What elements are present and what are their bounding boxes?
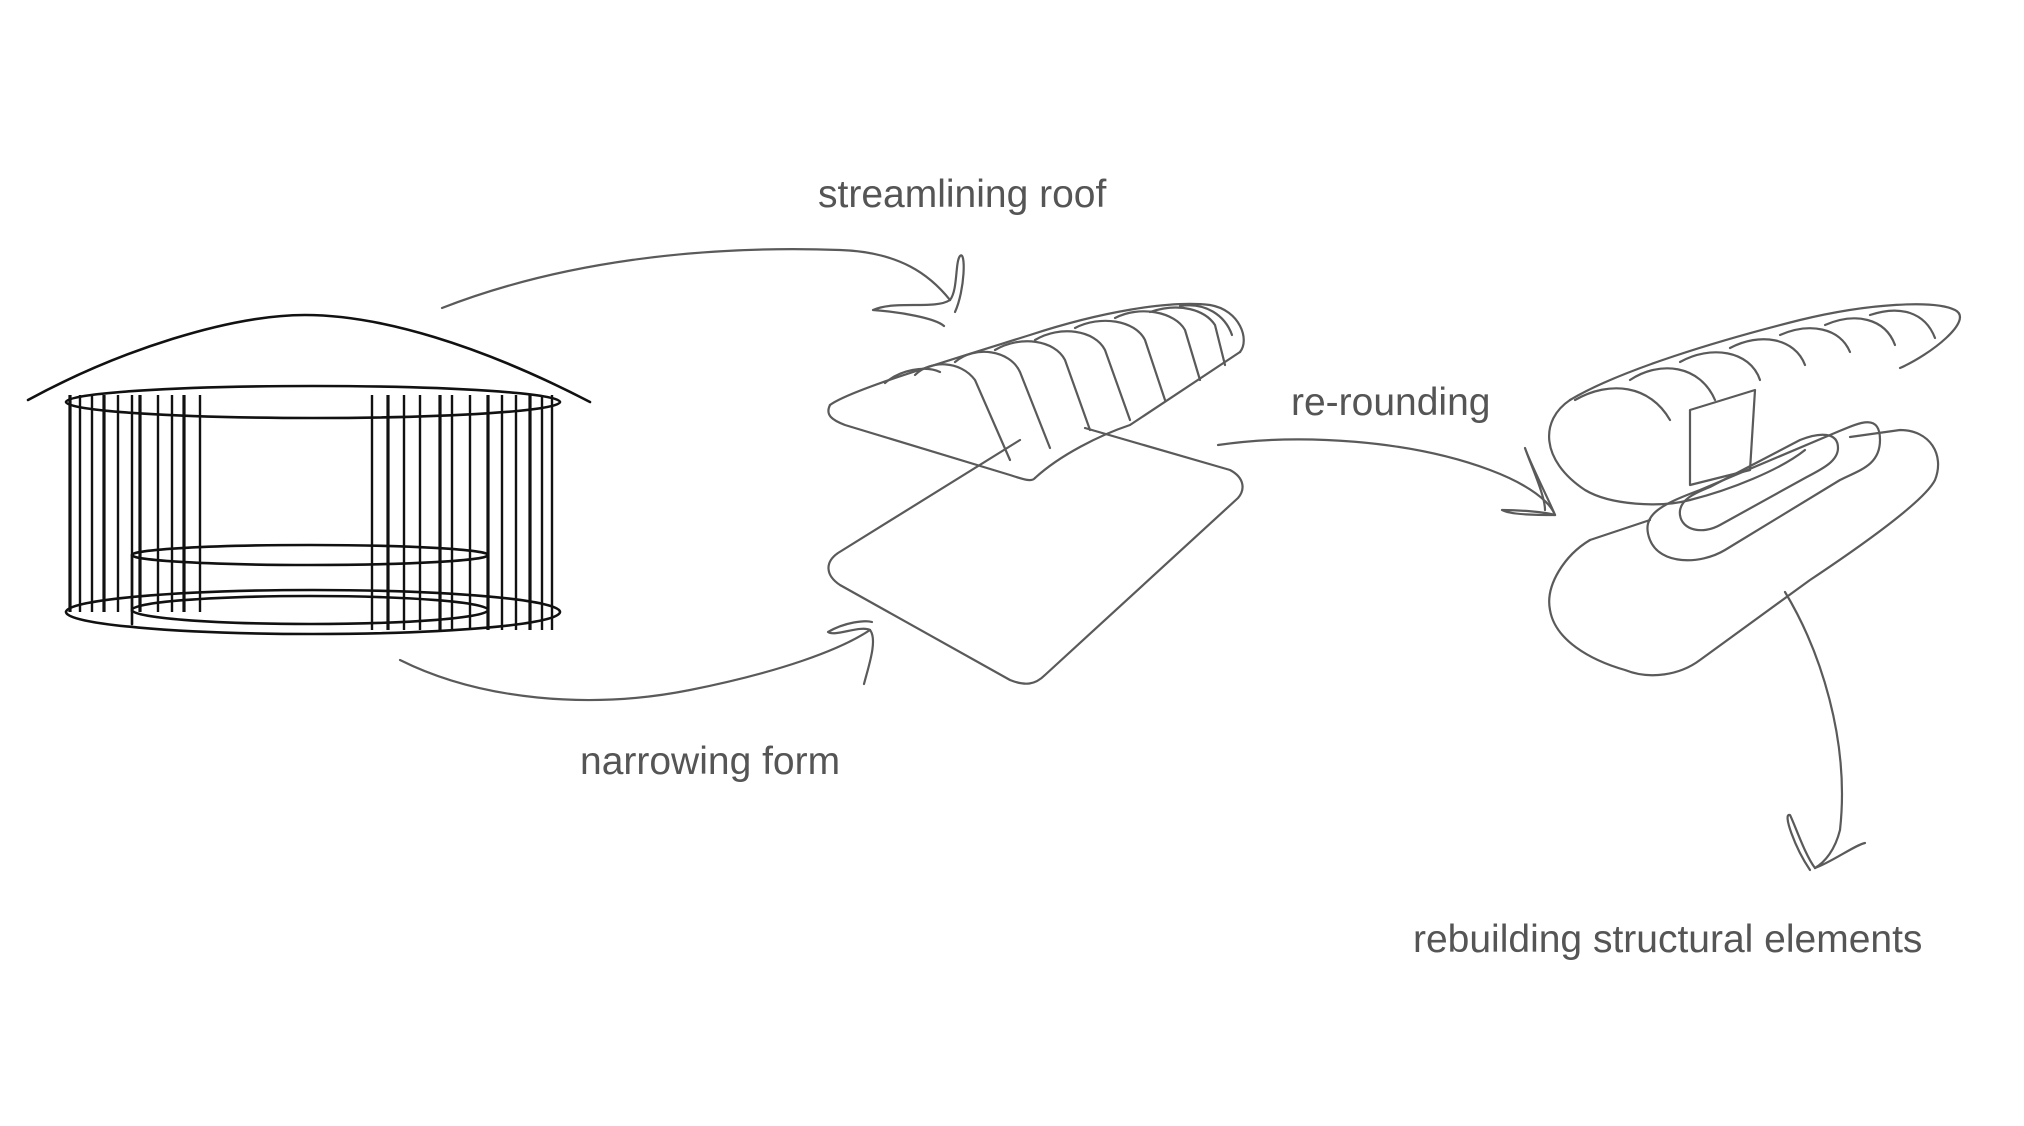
arrow-streamlining-roof bbox=[440, 248, 965, 328]
stage-re-rounded bbox=[1548, 303, 1962, 677]
pavilion-columns bbox=[68, 395, 554, 630]
label-streamlining-roof: streamlining roof bbox=[818, 173, 1107, 216]
arrow-re-rounding bbox=[1216, 438, 1557, 517]
stage-streamlined bbox=[827, 302, 1245, 685]
arrow-rebuilding bbox=[1783, 590, 1867, 872]
label-narrowing-form: narrowing form bbox=[580, 740, 841, 783]
stage-original-pavilion bbox=[26, 313, 592, 636]
label-rebuilding-structural-elements: rebuilding structural elements bbox=[1413, 918, 1923, 961]
label-re-rounding: re-rounding bbox=[1291, 381, 1491, 424]
arrow-narrowing-form bbox=[398, 620, 875, 702]
